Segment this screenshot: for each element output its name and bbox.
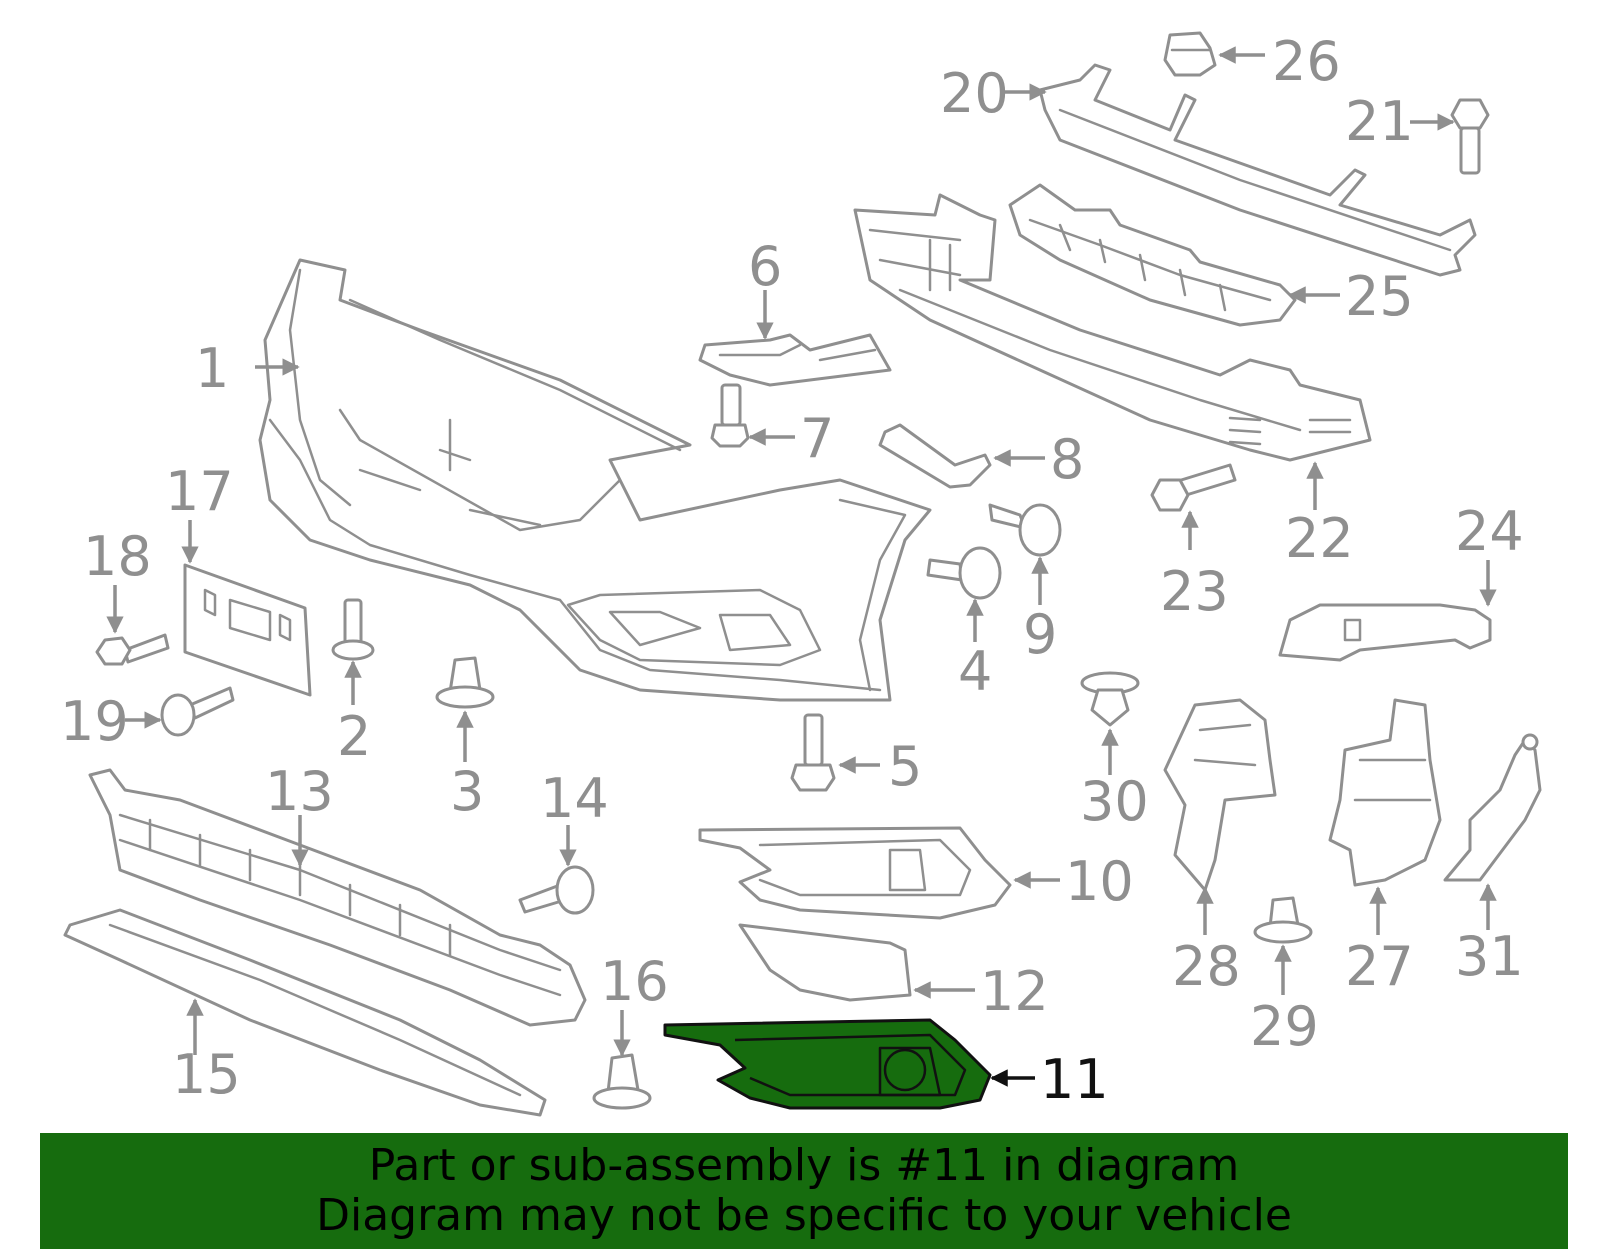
callout-27: 27 xyxy=(1345,935,1414,998)
callout-numbers: 1 2 3 4 5 6 7 8 9 10 11 12 13 14 15 16 1… xyxy=(60,30,1524,1111)
callout-19: 19 xyxy=(60,690,129,753)
part-28-bracket xyxy=(1163,698,1277,892)
callout-26: 26 xyxy=(1272,30,1341,93)
callout-21: 21 xyxy=(1345,90,1414,153)
callout-30: 30 xyxy=(1080,770,1149,833)
part-16-clip xyxy=(592,1053,652,1110)
part-8-trim xyxy=(878,423,992,489)
callout-4: 4 xyxy=(958,640,992,703)
callout-16: 16 xyxy=(600,950,669,1013)
part-12-cover xyxy=(738,923,912,1002)
part-4-clip xyxy=(926,546,1002,600)
part-18-screw xyxy=(95,633,170,666)
info-banner: Part or sub-assembly is #11 in diagram D… xyxy=(40,1133,1568,1249)
part-10-fog-garnish xyxy=(698,826,1012,920)
part-17-plate-bracket xyxy=(183,563,312,697)
callout-17: 17 xyxy=(165,460,234,523)
part-1-bumper-cover xyxy=(258,258,932,702)
part-22-beam xyxy=(853,193,1372,462)
callout-3: 3 xyxy=(450,760,484,823)
callout-24: 24 xyxy=(1455,500,1524,563)
callout-9: 9 xyxy=(1023,603,1057,666)
callout-14: 14 xyxy=(540,767,609,830)
callout-29: 29 xyxy=(1250,995,1319,1058)
leader-lines xyxy=(106,46,1497,1087)
callout-20: 20 xyxy=(940,62,1009,125)
callout-5: 5 xyxy=(888,735,922,798)
part-31-bracket xyxy=(1443,733,1542,882)
callout-6: 6 xyxy=(748,235,782,298)
part-7-bolt xyxy=(710,383,750,448)
part-15-lower-strip xyxy=(63,908,547,1117)
part-24-bracket xyxy=(1278,603,1492,662)
part-9-clip xyxy=(988,503,1062,557)
callout-31: 31 xyxy=(1455,925,1524,988)
callout-23: 23 xyxy=(1160,560,1229,623)
callout-22: 22 xyxy=(1285,507,1354,570)
part-3-clip xyxy=(435,656,495,709)
part-11-highlighted-garnish xyxy=(663,1018,992,1110)
callout-15: 15 xyxy=(172,1043,241,1106)
callout-28: 28 xyxy=(1172,935,1241,998)
part-21-bolt xyxy=(1450,98,1490,175)
callout-12: 12 xyxy=(980,960,1049,1023)
part-13-lower-grille xyxy=(88,768,587,1027)
part-25-absorber xyxy=(1008,183,1297,327)
callout-18: 18 xyxy=(83,525,152,588)
callout-2: 2 xyxy=(337,705,371,768)
banner-line-1: Part or sub-assembly is #11 in diagram xyxy=(368,1140,1240,1191)
callout-10: 10 xyxy=(1065,850,1134,913)
part-5-bolt xyxy=(790,713,836,792)
part-20-reinforcement xyxy=(1038,63,1477,277)
part-6-bracket xyxy=(698,333,892,387)
callout-13: 13 xyxy=(265,760,334,823)
part-2-bolt xyxy=(331,598,375,661)
part-30-clip xyxy=(1080,671,1140,727)
banner-line-2: Diagram may not be specific to your vehi… xyxy=(316,1190,1292,1241)
part-29-clip xyxy=(1253,896,1313,944)
callout-25: 25 xyxy=(1345,265,1414,328)
callout-11: 11 xyxy=(1040,1048,1109,1111)
part-19-screw xyxy=(160,686,235,737)
callout-7: 7 xyxy=(800,407,834,470)
part-23-bolt xyxy=(1150,463,1237,512)
part-26-clip xyxy=(1163,31,1217,77)
callout-1: 1 xyxy=(195,337,229,400)
callout-8: 8 xyxy=(1050,428,1084,491)
part-14-screw xyxy=(518,865,595,915)
part-27-bracket xyxy=(1328,698,1442,887)
